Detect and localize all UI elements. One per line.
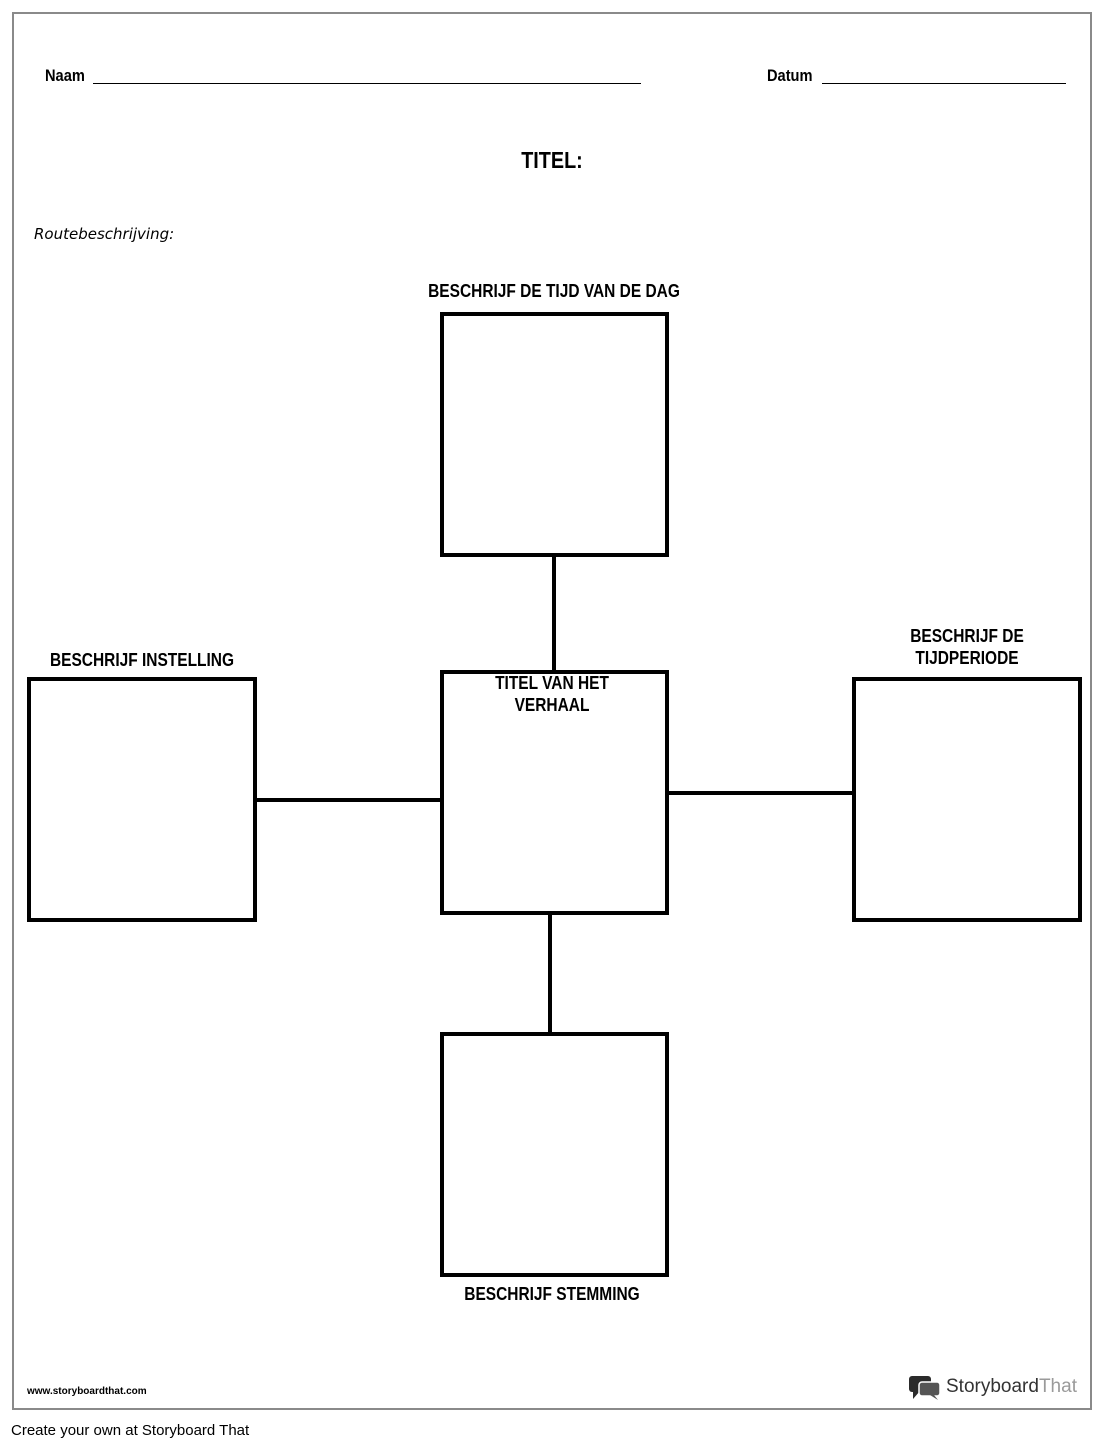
left-box-heading: BESCHRIJF INSTELLING xyxy=(49,650,235,670)
directions-label: Routebeschrijving: xyxy=(34,225,175,243)
mood-box[interactable] xyxy=(440,1032,669,1277)
connector-top xyxy=(552,556,556,672)
right-box-heading-line1: BESCHRIJF DE xyxy=(910,626,1024,646)
date-label: Datum xyxy=(767,66,813,85)
right-box-heading-line2: TIJDPERIODE xyxy=(915,648,1019,668)
connector-right xyxy=(668,791,854,795)
connector-left xyxy=(256,798,442,802)
center-box-heading-line2: VERHAAL xyxy=(514,695,590,715)
connector-bottom xyxy=(548,914,552,1034)
logo-text: StoryboardThat xyxy=(946,1376,1077,1398)
page-title: TITEL: xyxy=(521,147,583,173)
name-line[interactable] xyxy=(93,83,641,84)
logo-text-storyboard: Storyboard xyxy=(946,1376,1039,1397)
speech-bubbles-icon xyxy=(909,1376,941,1400)
time-period-box[interactable] xyxy=(852,677,1082,922)
storyboardthat-logo[interactable]: StoryboardThat xyxy=(908,1374,1077,1400)
center-box-heading-line1: TITEL VAN HET xyxy=(495,673,609,693)
create-your-own-link[interactable]: Create your own at Storyboard That xyxy=(11,1422,250,1439)
name-label: Naam xyxy=(45,66,85,85)
date-line[interactable] xyxy=(822,83,1066,84)
top-box-heading: BESCHRIJF DE TIJD VAN DE DAG xyxy=(428,281,680,301)
time-of-day-box[interactable] xyxy=(440,312,669,557)
bottom-box-heading: BESCHRIJF STEMMING xyxy=(464,1284,640,1304)
logo-text-that: That xyxy=(1038,1376,1077,1397)
setting-box[interactable] xyxy=(27,677,257,922)
story-title-box[interactable] xyxy=(440,670,669,915)
website-link[interactable]: www.storyboardthat.com xyxy=(27,1386,147,1397)
